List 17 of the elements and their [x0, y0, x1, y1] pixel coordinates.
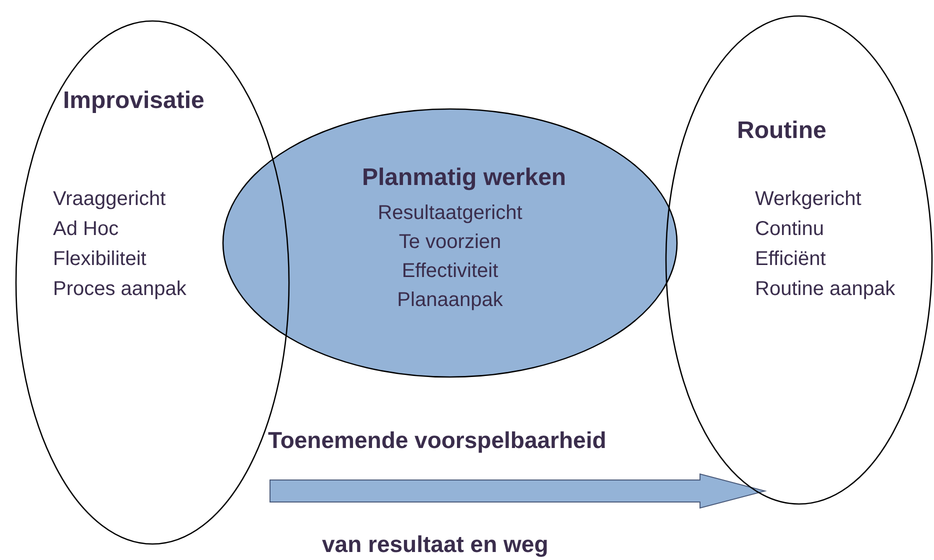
list-item: Ad Hoc: [53, 218, 119, 240]
list-item: Te voorzien: [398, 231, 502, 253]
caption-text: Toenemende voorspelbaarheid: [268, 428, 606, 454]
list-item: Resultaatgericht: [376, 202, 524, 224]
list-item: Proces aanpak: [53, 278, 186, 300]
list-item: Continu: [755, 218, 824, 240]
caption-text: van resultaat en weg: [322, 532, 548, 558]
list-item: Routine aanpak: [755, 278, 896, 300]
list-item: Efficiënt: [755, 248, 826, 270]
heading-text: Planmatig werken: [362, 165, 566, 192]
heading-text: Improvisatie: [63, 88, 204, 114]
list-item: Vraaggericht: [53, 188, 166, 210]
list-item: Planaanpak: [396, 289, 504, 311]
list-item: Flexibiliteit: [53, 248, 146, 270]
heading-text: Routine: [737, 118, 826, 144]
list-item: Effectiviteit: [400, 260, 500, 282]
list-item: Werkgericht: [755, 188, 862, 210]
